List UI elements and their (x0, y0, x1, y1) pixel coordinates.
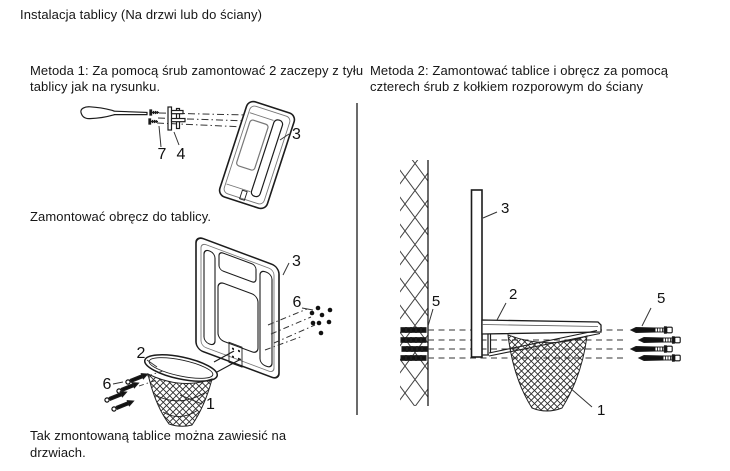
part-label-6-left: 6 (103, 376, 112, 393)
hook-screws-drawing (148, 109, 159, 125)
figure-rim-mounting: 3 6 2 6 1 (103, 237, 333, 427)
rim-side-drawing (481, 319, 602, 357)
backboard-back-drawing (218, 100, 296, 210)
hook-bracket-drawing (167, 106, 186, 131)
leader-lines (112, 262, 314, 405)
screwdriver-drawing (80, 106, 148, 120)
bolts-left-drawing (103, 370, 164, 413)
bolt-dashdot-lines-right (264, 308, 316, 351)
method2-instruction: Metoda 2: Zamontować tablice i obręcz za… (370, 63, 669, 94)
expansion-bolts-drawing (630, 326, 681, 362)
method1-step2-caption: Zamontować obręcz do tablicy. (30, 209, 212, 224)
figure-wall-mounting: 5 3 2 5 1 (400, 160, 681, 419)
figure-hook-mounting: 7 4 3 (80, 100, 301, 210)
method1-instruction: Metoda 1: Za pomocą śrub zamontować 2 za… (30, 63, 364, 94)
net-side-drawing (507, 334, 588, 412)
leader-lines (427, 211, 652, 408)
part-label-3: 3 (501, 200, 509, 217)
part-label-2: 2 (137, 345, 146, 362)
part-label-3: 3 (292, 126, 301, 143)
part-label-3: 3 (292, 253, 301, 270)
part-label-5-wall: 5 (432, 293, 440, 310)
method1-conclusion: Tak zmontowaną tablice można zawiesić na… (30, 428, 287, 460)
part-label-2: 2 (509, 286, 517, 303)
backboard-front-drawing (195, 237, 280, 379)
part-label-6-right: 6 (293, 294, 302, 311)
part-label-1: 1 (206, 396, 215, 413)
wall-drawing (400, 160, 429, 406)
part-label-5-loose: 5 (657, 290, 665, 307)
column-divider (356, 103, 358, 415)
part-label-7: 7 (158, 146, 167, 163)
part-label-1: 1 (597, 402, 605, 419)
rim-drawing (143, 354, 219, 382)
bolts-right-drawing (309, 305, 333, 336)
rim-bracket-arms (213, 350, 242, 373)
part-label-4: 4 (177, 146, 186, 163)
leader-lines (158, 125, 290, 148)
backboard-side-drawing (470, 189, 483, 358)
page-title: Instalacja tablicy (Na drzwi lub do ścia… (20, 7, 263, 22)
net-drawing (147, 373, 213, 427)
